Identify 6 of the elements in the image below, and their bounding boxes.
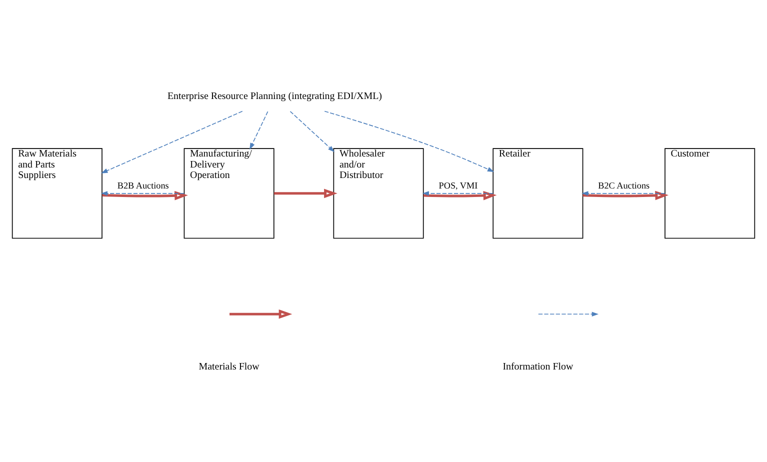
edge-label: POS, VMI <box>438 180 478 190</box>
edge-label: B2B Auctions <box>117 180 169 190</box>
edge-label: B2C Auctions <box>598 180 650 190</box>
legend-label: Materials Flow <box>198 360 260 372</box>
node-text: Enterprise Resource Planning (integrating EDI/XML) <box>167 90 382 102</box>
legend-label: Information Flow <box>502 360 574 372</box>
